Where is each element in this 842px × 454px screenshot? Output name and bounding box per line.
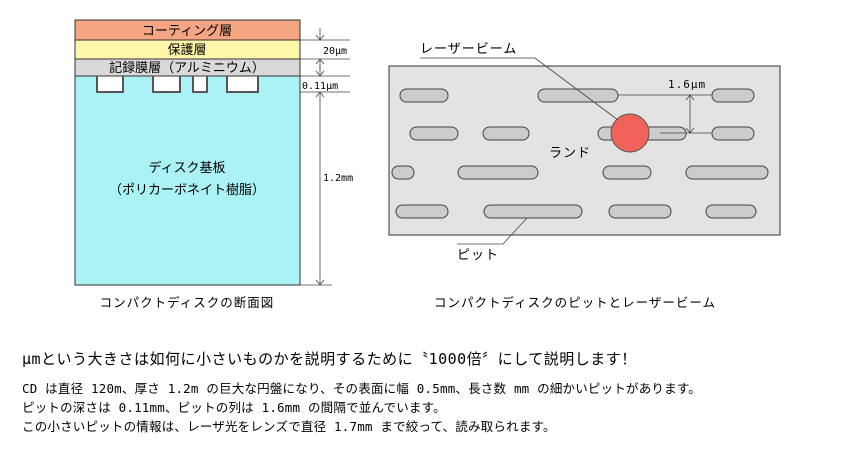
cross-section-diagram: コーティング層 保護層 記録膜層（アルミニウム） ディスク基板 （ポリカーボネイ… — [74, 19, 353, 286]
recording-layer-label: 記録膜層（アルミニウム） — [109, 60, 265, 76]
explanation-headline: μmという大きさは如何に小さいものかを説明するために〝1000倍〞にして説明しま… — [22, 350, 637, 368]
explanation-line-2: ピットの深さは 0.11mm、ピットの列は 1.6mm の間隔で並んでいます。 — [22, 400, 446, 415]
pit — [399, 88, 449, 103]
pit-profile — [96, 76, 259, 93]
pit — [483, 204, 583, 219]
dimension-lines — [300, 28, 350, 286]
pit — [608, 204, 672, 219]
laser-leader-line — [420, 57, 619, 121]
track-pitch-label: 1.6μm — [668, 78, 706, 91]
laser-spot — [610, 113, 650, 153]
protective-thickness-label: 20μm — [323, 46, 347, 57]
cross-section-caption: コンパクトディスクの断面図 — [100, 295, 275, 310]
pit — [537, 88, 619, 103]
pit — [705, 204, 757, 219]
protective-layer-label: 保護層 — [167, 42, 206, 58]
explanation-line-3: この小さいピットの情報は、レーザ光をレンズで直径 1.7mm まで絞って、読み取… — [22, 419, 556, 434]
track-pitch-dimension — [618, 94, 712, 134]
pit — [457, 165, 539, 180]
substrate-label-line1: ディスク基板 — [148, 160, 225, 176]
substrate-label-line2: （ポリカーボネイト樹脂） — [109, 183, 265, 198]
pit-diagram: レーザービーム 1.6μm ランド ピット — [388, 42, 781, 263]
pit — [602, 165, 652, 180]
pit-label: ピット — [457, 248, 499, 263]
pit — [391, 165, 415, 180]
pit — [711, 88, 755, 103]
pit-leader-line — [457, 217, 528, 245]
pit-diagram-caption: コンパクトディスクのピットとレーザービーム — [434, 295, 716, 310]
land-label: ランド — [549, 146, 591, 161]
pit — [395, 204, 449, 219]
pit-rows — [391, 88, 769, 219]
disc-substrate — [74, 75, 301, 286]
pit — [409, 126, 459, 141]
pit — [685, 165, 769, 180]
pit — [482, 126, 530, 141]
laser-beam-label: レーザービーム — [420, 42, 517, 57]
explanation-line-1: CD は直径 120m、厚さ 1.2m の巨大な円盤になり、その表面に幅 0.5… — [22, 381, 701, 396]
substrate-thickness-label: 1.2mm — [323, 173, 353, 184]
pit-depth-label: 0.11μm — [302, 81, 338, 92]
coating-layer-label: コーティング層 — [142, 24, 232, 39]
pit — [711, 126, 755, 141]
